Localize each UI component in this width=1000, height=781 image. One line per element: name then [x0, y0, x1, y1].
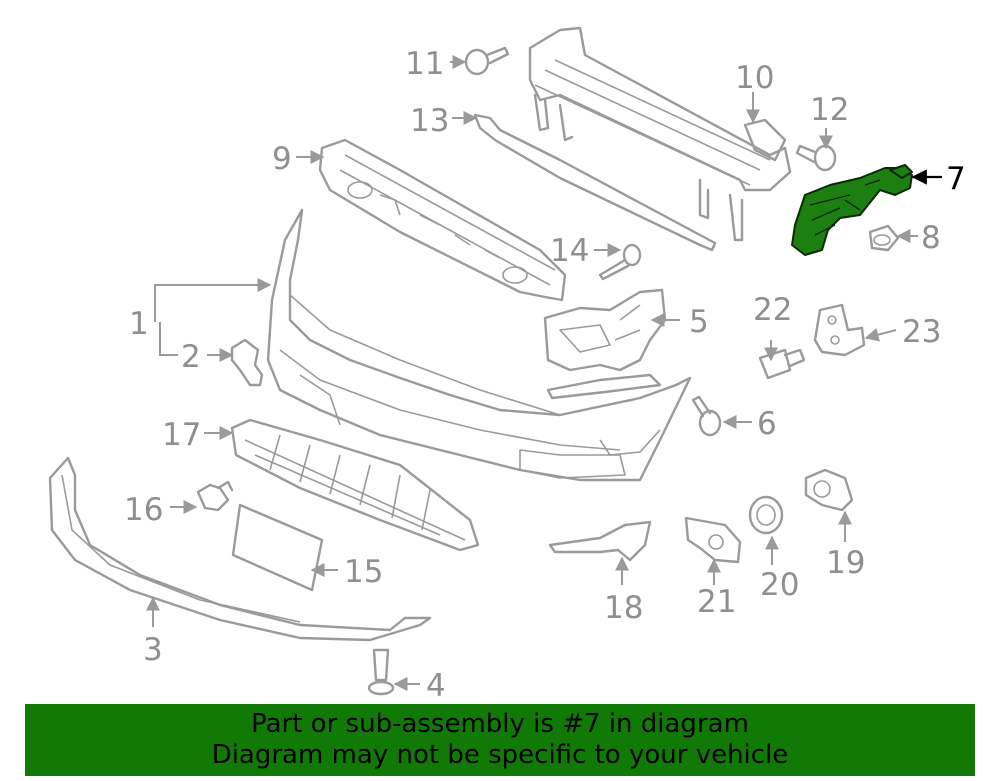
label-part-12: 12 [810, 92, 849, 128]
part-19-park-sensor [804, 468, 854, 512]
part-5-side-bracket [543, 288, 667, 400]
part-17-lower-grille [230, 418, 480, 552]
label-part-16: 16 [124, 492, 163, 528]
label-part-6: 6 [757, 406, 777, 442]
part-4-screw [367, 648, 395, 696]
label-part-3: 3 [143, 632, 163, 668]
part-21-sensor-holder [684, 516, 742, 564]
part-3-lower-spoiler [48, 456, 432, 642]
part-12-push-pin [795, 144, 837, 172]
label-part-5: 5 [689, 304, 709, 340]
label-part-15: 15 [344, 554, 383, 590]
part-23-mount-bracket [813, 303, 866, 357]
label-part-18: 18 [604, 590, 643, 626]
part-8-clip-nut [868, 224, 900, 252]
label-part-14: 14 [550, 233, 589, 269]
part-13-seal-strip [473, 113, 717, 252]
part-2-clip [230, 338, 264, 387]
banner-line-1: Part or sub-assembly is #7 in diagram [251, 709, 749, 739]
info-banner: Part or sub-assembly is #7 in diagram Di… [25, 704, 975, 776]
label-part-1: 1 [129, 306, 149, 342]
label-part-13: 13 [410, 103, 449, 139]
banner-line-2: Diagram may not be specific to your vehi… [211, 740, 789, 770]
label-part-20: 20 [760, 567, 799, 603]
label-part-9: 9 [272, 141, 292, 177]
leader-lines [146, 55, 942, 691]
parts-diagram: 1 2 3 4 5 6 7 8 9 10 11 12 13 14 15 16 1… [48, 26, 966, 700]
label-part-17: 17 [162, 417, 201, 453]
part-22-sensor [758, 348, 806, 380]
label-part-2: 2 [181, 339, 201, 375]
part-16-clip [196, 480, 234, 512]
part-18-trim-strip [548, 520, 652, 562]
part-9-energy-absorber [318, 138, 567, 302]
part-11-bolt [464, 46, 510, 76]
label-part-22: 22 [753, 292, 792, 328]
label-part-23: 23 [902, 314, 941, 350]
label-part-10: 10 [735, 60, 774, 96]
part-14-screw [598, 243, 642, 281]
label-part-8: 8 [921, 220, 941, 256]
label-part-4: 4 [426, 668, 446, 700]
part-15-plate-bracket [231, 503, 324, 592]
label-part-7: 7 [946, 161, 966, 197]
part-6-push-rivet [691, 395, 722, 437]
label-part-19: 19 [826, 545, 865, 581]
label-part-11: 11 [405, 46, 444, 82]
part-7-bracket-highlighted [791, 164, 913, 256]
part-10-reinforcement-bar [528, 26, 792, 242]
part-1-bumper-cover [266, 208, 692, 482]
label-part-21: 21 [697, 584, 736, 620]
part-20-grommet [748, 495, 784, 535]
